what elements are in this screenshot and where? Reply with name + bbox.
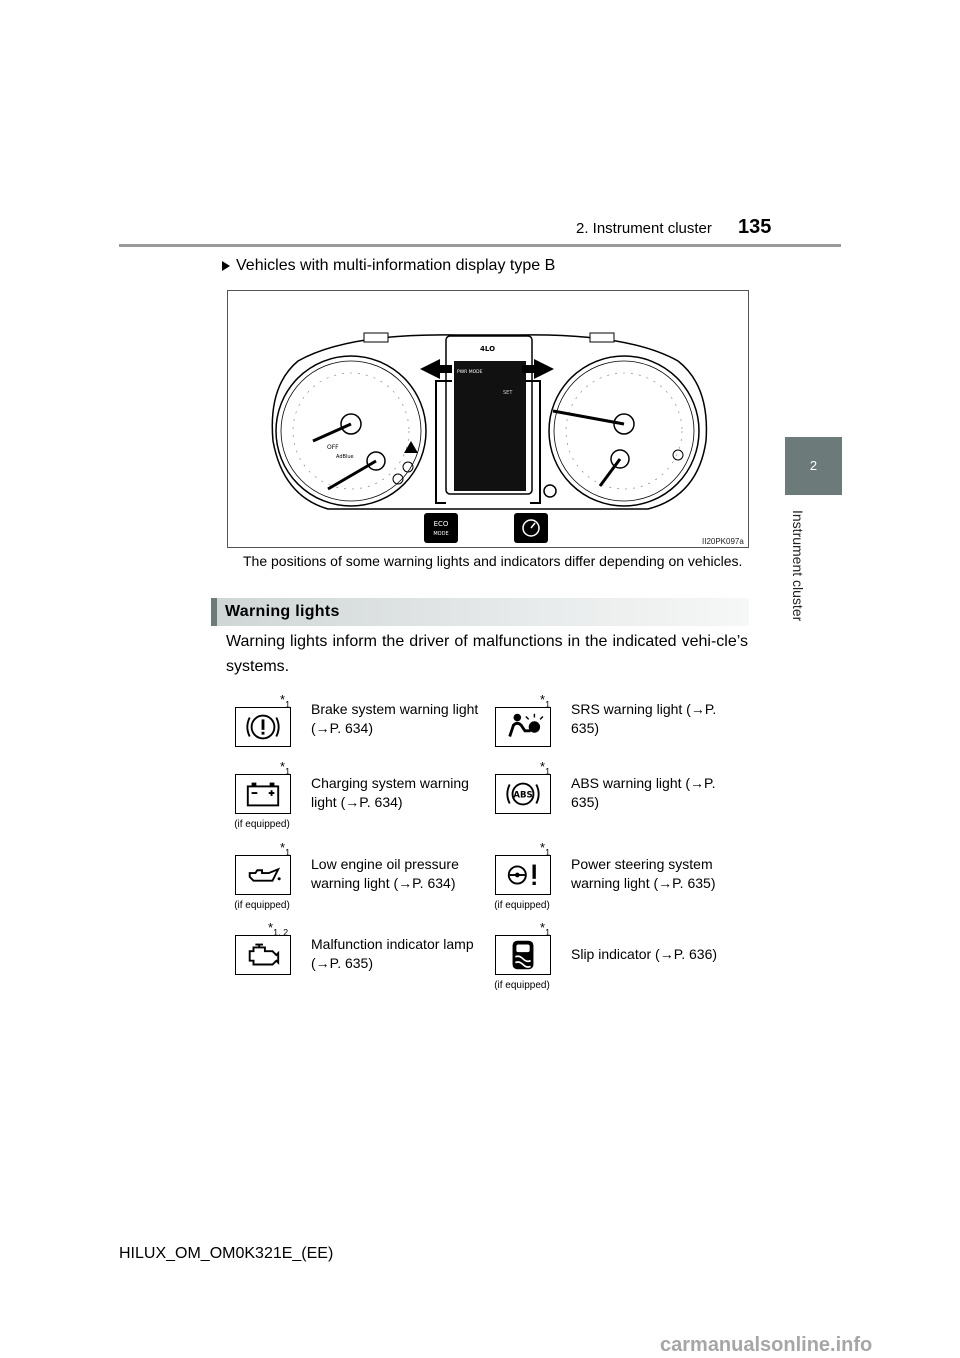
oil-pressure-warning-label: Low engine oil pressure warning light (→… <box>311 856 459 891</box>
footnote-mark: *1 <box>280 759 291 777</box>
side-tab-label: Instrument cluster <box>790 510 806 622</box>
slip-indicator-icon <box>495 935 551 975</box>
indicator-icon <box>672 449 684 461</box>
abs-icon: ABS <box>495 774 551 814</box>
slip-indicator-label: Slip indicator (→P. 636) <box>571 946 718 962</box>
manual-code: HILUX_OM_OM0K321E_(EE) <box>119 1245 334 1262</box>
eco-mode-label: MODE <box>433 531 448 537</box>
srs-warning-label: SRS warning light (→P. 635) <box>571 701 717 736</box>
if-equipped-note: (if equipped) <box>494 980 550 991</box>
gauge-off-label: OFF <box>327 444 339 451</box>
oil-can-icon <box>235 855 291 895</box>
brake-light-icon <box>392 473 404 485</box>
eco-mode-callout: ECO MODE <box>424 513 458 543</box>
adblue-label: AdBlue <box>336 454 354 460</box>
brake-warning-icon <box>235 707 291 747</box>
footnote-mark: *1, 2 <box>268 920 289 938</box>
page-number: 135 <box>738 216 772 238</box>
engine-check-icon <box>235 935 291 975</box>
section-heading: Warning lights <box>211 598 749 626</box>
power-steering-warning-label: Power steering system warning light (→P.… <box>571 856 716 891</box>
footnote-mark: *1 <box>280 840 291 858</box>
footnote-mark: *1 <box>540 920 551 938</box>
section-accent <box>211 598 217 626</box>
instrument-cluster-figure: OFF AdBlue 4LO PWR MODE SET <box>227 290 749 548</box>
footnote-mark: *1 <box>540 692 551 710</box>
figure-caption: The positions of some warning lights and… <box>243 553 743 569</box>
multi-information-display: 4LO PWR MODE SET <box>445 335 533 495</box>
header-divider <box>119 244 841 247</box>
battery-icon <box>235 774 291 814</box>
footnote-mark: *1 <box>540 759 551 777</box>
tachometer-gauge: OFF AdBlue <box>275 355 427 507</box>
body-paragraph: Warning lights inform the driver of malf… <box>226 633 748 675</box>
watermark: carmanualsonline.info <box>660 1334 873 1356</box>
if-equipped-note: (if equipped) <box>234 819 290 830</box>
bullet-heading: Vehicles with multi-information display … <box>222 257 555 275</box>
malfunction-indicator-label: Malfunction indicator lamp (→P. 635) <box>311 936 474 971</box>
side-tab-chapter-number: 2 <box>785 437 842 495</box>
bullet-heading-text: Vehicles with multi-information display … <box>236 257 556 274</box>
tire-pressure-icon <box>402 461 414 473</box>
speedometer-gauge <box>548 355 700 507</box>
chapter-title: 2. Instrument cluster <box>576 220 712 237</box>
cruise-control-callout <box>514 513 548 543</box>
figure-code: II20PK097a <box>702 537 744 546</box>
brake-warning-label: Brake system warning light (→P. 634) <box>311 701 479 736</box>
left-arrow-icon <box>420 359 452 379</box>
footnote-mark: *1 <box>540 840 551 858</box>
master-warning-icon <box>404 441 418 453</box>
bullet-triangle-icon <box>222 261 230 271</box>
lcd-set-label: SET <box>503 390 513 396</box>
section-title: Warning lights <box>225 603 340 620</box>
lcd-4lo-label: 4LO <box>480 345 495 353</box>
if-equipped-note: (if equipped) <box>234 900 290 911</box>
svg-text:ABS: ABS <box>513 790 532 800</box>
srs-airbag-icon <box>495 707 551 747</box>
charging-warning-label: Charging system warning light (→P. 634) <box>311 775 469 810</box>
right-arrow-icon <box>522 359 554 379</box>
lcd-pwr-mode-label: PWR MODE <box>457 369 483 375</box>
instrument-cluster-illustration: OFF AdBlue 4LO PWR MODE SET <box>271 332 708 543</box>
eco-label: ECO <box>434 520 449 528</box>
if-equipped-note: (if equipped) <box>494 900 550 911</box>
steering-warning-icon <box>495 855 551 895</box>
abs-warning-label: ABS warning light (→P. 635) <box>571 775 716 810</box>
cruise-control-icon <box>522 519 540 537</box>
footnote-mark: *1 <box>280 692 291 710</box>
